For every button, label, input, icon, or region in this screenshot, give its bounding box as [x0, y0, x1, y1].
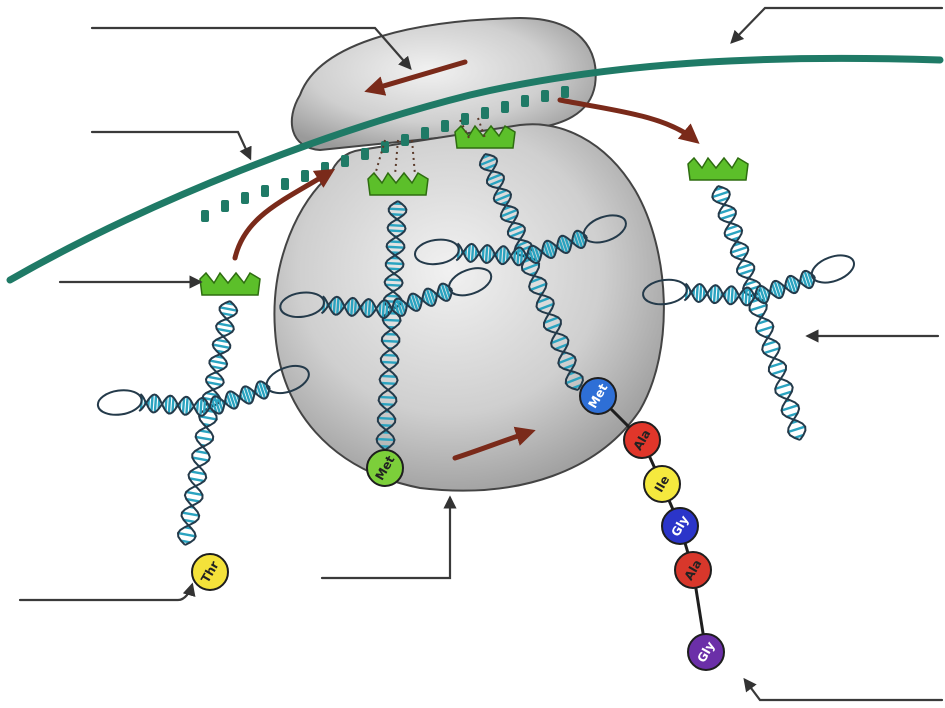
amino-acid-met: Met [367, 450, 403, 486]
anticodon [688, 158, 748, 180]
blank-bottom-right [745, 680, 942, 700]
amino-acid-ala: Ala [624, 422, 660, 458]
trna-exit-arrow [560, 100, 695, 140]
amino-acid-gly: Gly [688, 634, 724, 670]
amino-acid-ile: Ile [644, 466, 680, 502]
blank-left-upper [92, 132, 250, 158]
anticodon [200, 273, 260, 295]
amino-acid-met: Met [580, 378, 616, 414]
blank-top-right [732, 8, 942, 42]
amino-acid-gly: Gly [662, 508, 698, 544]
amino-acid-thr: Thr [192, 554, 228, 590]
trna-exiting [641, 158, 857, 440]
amino-acid-ala: Ala [675, 552, 711, 588]
blank-bottom-left [20, 585, 192, 600]
blank-bottom-center [322, 498, 450, 578]
ribosome-small-subunit [274, 124, 663, 490]
